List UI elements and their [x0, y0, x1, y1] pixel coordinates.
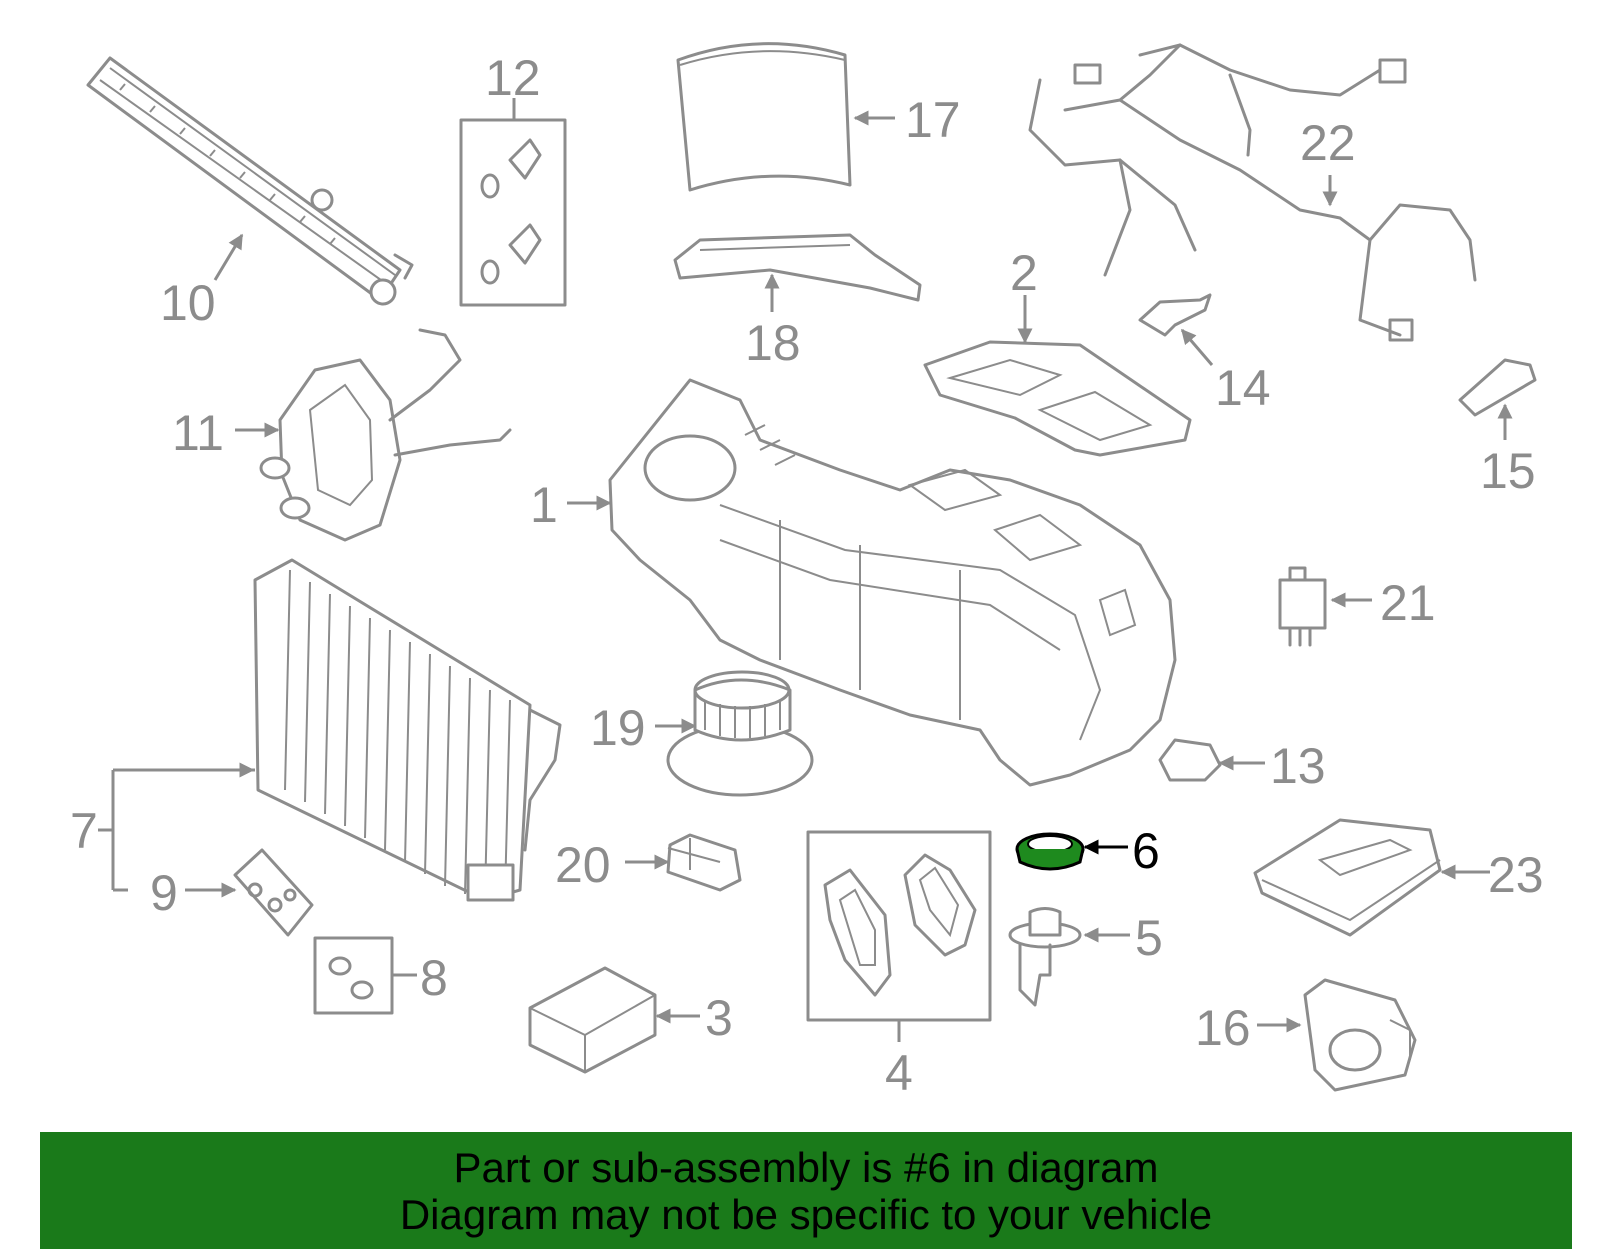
part-20-switch: 20 [555, 833, 742, 893]
part-1-hvac-housing: 1 [530, 378, 1177, 787]
callout-7: 7 [70, 803, 98, 859]
callout-11: 11 [172, 405, 224, 461]
callout-9: 9 [150, 865, 178, 921]
part-13-gasket: 13 [1158, 738, 1326, 794]
part-8-o-ring-kit: 8 [313, 936, 448, 1015]
info-banner: Part or sub-assembly is #6 in diagram Di… [40, 1132, 1572, 1249]
part-22-wiring-harness: 22 [1028, 43, 1477, 342]
part-21-switch: 21 [1278, 566, 1436, 647]
callout-16: 16 [1195, 1000, 1251, 1056]
part-11-heater-core-pipes: 11 [172, 328, 512, 542]
callout-20: 20 [555, 837, 611, 893]
callout-22: 22 [1300, 115, 1356, 171]
callout-8: 8 [420, 950, 448, 1006]
part-19-blower-motor: 19 [590, 670, 814, 797]
part-5-actuator: 5 [1008, 907, 1163, 1007]
part-17-foam-pad: 17 [676, 42, 961, 192]
callout-14: 14 [1215, 360, 1271, 416]
callout-13: 13 [1270, 738, 1326, 794]
callout-23: 23 [1488, 847, 1544, 903]
callout-15: 15 [1480, 443, 1536, 499]
part-10-heater-core: 10 [86, 56, 414, 331]
part-2-filter-housing: 2 [923, 245, 1192, 457]
part-7-evaporator-core: 7 [70, 558, 562, 902]
part-16-sensor-module: 16 [1195, 978, 1417, 1092]
part-15-connector: 15 [1458, 358, 1537, 499]
part-23-control-module: 23 [1253, 818, 1544, 937]
callout-19: 19 [590, 700, 646, 756]
part-3-filter: 3 [528, 966, 733, 1074]
banner-line-2: Diagram may not be specific to your vehi… [399, 1191, 1213, 1238]
part-9-expansion-valve: 9 [150, 848, 314, 937]
callout-3: 3 [705, 990, 733, 1046]
callout-18: 18 [745, 315, 801, 371]
callout-10: 10 [160, 275, 216, 331]
callout-21: 21 [1380, 575, 1436, 631]
callout-4: 4 [885, 1045, 913, 1101]
callout-12: 12 [485, 50, 541, 106]
parts-diagram: 10 12 17 18 22 [70, 42, 1544, 1101]
callout-6: 6 [1132, 823, 1160, 879]
part-14-sensor: 14 [1138, 293, 1271, 416]
part-6-seal-ring: 6 [1015, 823, 1160, 879]
part-18-sensor-strip: 18 [673, 233, 922, 371]
callout-17: 17 [905, 92, 961, 148]
part-12-clip-kit: 12 [459, 50, 567, 307]
callout-1: 1 [530, 477, 558, 533]
part-4-seal-kit: 4 [806, 830, 992, 1101]
callout-2: 2 [1010, 245, 1038, 301]
banner-line-1: Part or sub-assembly is #6 in diagram [453, 1144, 1159, 1191]
callout-5: 5 [1135, 910, 1163, 966]
